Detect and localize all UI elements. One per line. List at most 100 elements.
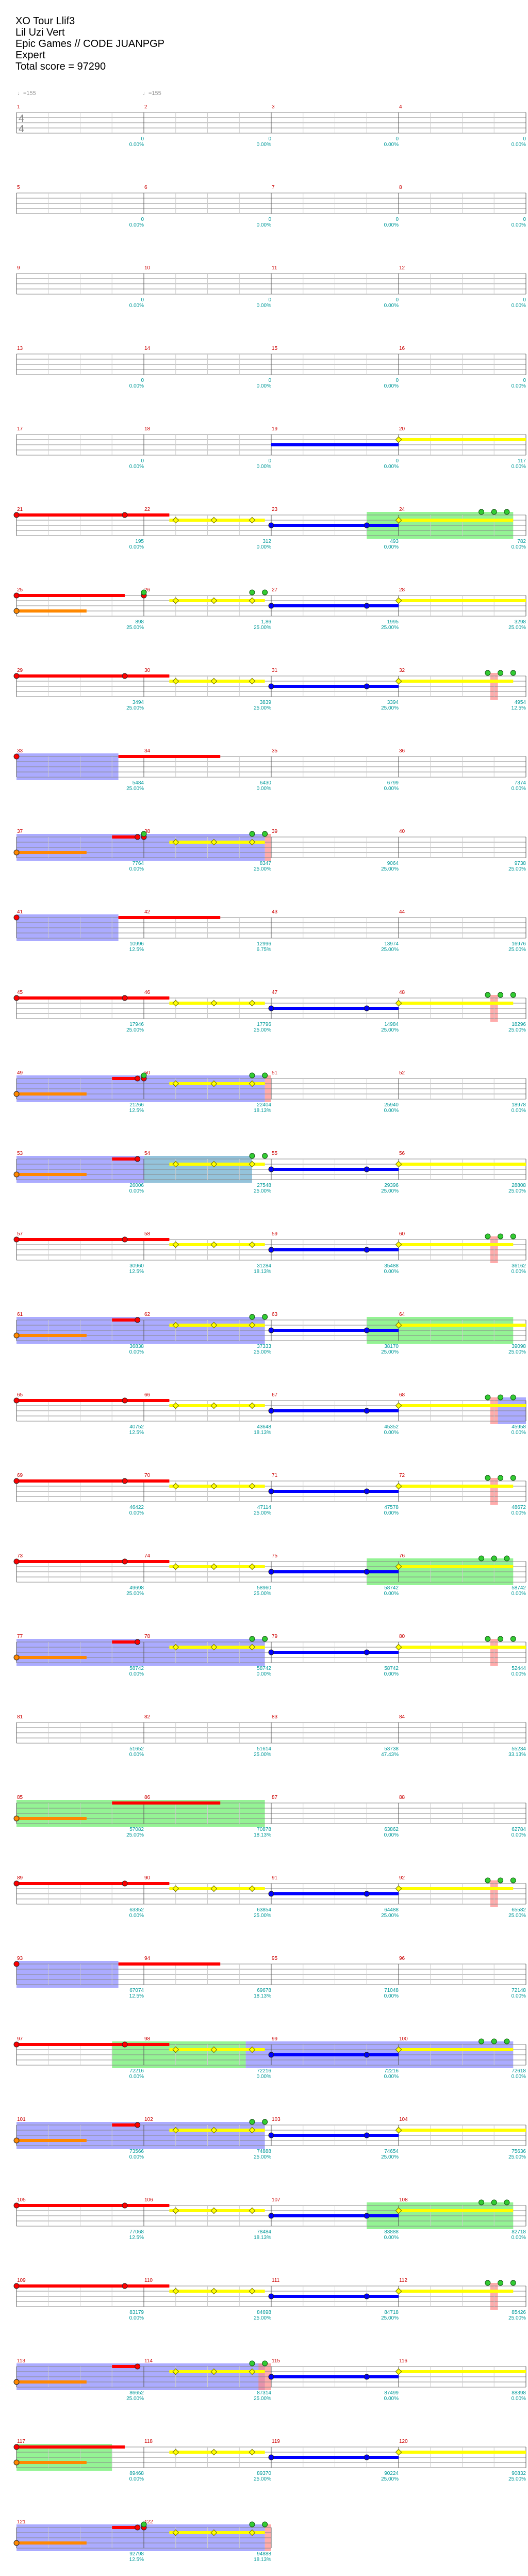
note-head-diamond	[249, 517, 256, 524]
note-head	[122, 1478, 128, 1484]
measure-number: 68	[399, 1392, 405, 1398]
measure-percent: 12.5%	[129, 1108, 144, 1114]
measure-score: 0	[395, 458, 399, 464]
measure-percent: 0.00%	[384, 786, 399, 792]
note-head	[364, 683, 370, 689]
measure-number: 111	[272, 2278, 280, 2283]
note-head-diamond	[172, 2288, 179, 2295]
measure-number: 120	[399, 2439, 408, 2444]
measure-number: 27	[272, 587, 278, 593]
measure-score: 65582	[512, 1907, 526, 1913]
note-head-diamond	[172, 597, 179, 604]
measure-score: 74888	[257, 2149, 271, 2154]
measure-percent: 12.5%	[129, 1993, 144, 1999]
measure-score: 62784	[512, 1827, 526, 1832]
measure-score: 58742	[384, 1666, 399, 1671]
measure-score: 0	[141, 136, 144, 142]
measure-score: 17946	[129, 1022, 144, 1027]
measure-number: 100	[399, 2036, 408, 2042]
note-head-diamond	[395, 2288, 402, 2295]
measure-percent: 0.00%	[384, 222, 399, 228]
note-head	[13, 592, 20, 599]
measure-percent: 0.00%	[129, 2074, 144, 2080]
measure-percent: 0.00%	[129, 1671, 144, 1677]
measure-number: 35	[272, 748, 278, 754]
measure-number: 76	[399, 1553, 405, 1559]
chord-gem	[249, 2119, 255, 2125]
measure-number: 7	[272, 185, 275, 190]
chord-gem	[485, 1475, 491, 1481]
measure-percent: 18.13%	[254, 2235, 271, 2241]
note-head-diamond	[249, 1161, 256, 1168]
chord-gem	[504, 2199, 510, 2205]
measure-percent: 18.13%	[254, 1108, 271, 1114]
note-head-diamond	[172, 678, 179, 685]
measure-percent: 25.00%	[254, 625, 271, 631]
measure-score: 94888	[257, 2551, 271, 2557]
measure-score: 4954	[515, 700, 526, 705]
note-head	[13, 1654, 20, 1661]
measure-score: 6799	[387, 780, 399, 786]
measure-percent: 0.00%	[512, 1832, 526, 1838]
chord-gem	[478, 2038, 485, 2044]
measure-score: 5484	[133, 780, 144, 786]
measure-score: 26006	[129, 1183, 144, 1188]
measure-number: 112	[399, 2278, 407, 2283]
note-head	[268, 2374, 274, 2380]
note-head	[122, 673, 128, 679]
note-head-diamond	[172, 2449, 179, 2456]
note-head-diamond	[210, 2529, 218, 2536]
note-head-diamond	[249, 1402, 256, 1409]
measure-number: 59	[272, 1231, 278, 1237]
note-head-diamond	[172, 2046, 179, 2053]
note-head-diamond	[210, 1644, 218, 1651]
measure-percent: 0.00%	[512, 1108, 526, 1114]
chord-gem	[249, 1153, 255, 1159]
measure-score: 8347	[260, 861, 272, 866]
measure-percent: 0.00%	[384, 1591, 399, 1597]
chord-gem	[498, 2280, 504, 2286]
note-head-diamond	[210, 517, 218, 524]
measure-percent: 0.00%	[384, 544, 399, 550]
measure-number: 49	[17, 1070, 23, 1076]
chord-gem	[510, 670, 516, 676]
note-head-diamond	[210, 1161, 218, 1168]
measure-score: 52444	[512, 1666, 526, 1671]
note-head-diamond	[210, 1322, 218, 1329]
measure-score: 46422	[129, 1505, 144, 1510]
measure-percent: 18.13%	[254, 1832, 271, 1838]
measure-score: 0	[523, 297, 526, 303]
note-head	[135, 1317, 141, 1323]
note-head-diamond	[249, 2449, 256, 2456]
measure-score: 31284	[257, 1263, 271, 1269]
measure-number: 60	[399, 1231, 405, 1237]
chord-gem	[262, 2360, 268, 2366]
note-head	[364, 1488, 370, 1494]
measure-score: 0	[395, 217, 399, 222]
note-head	[13, 1332, 20, 1339]
note-head	[13, 2202, 20, 2209]
chord-gem	[262, 2119, 268, 2125]
measure-score: 0	[523, 136, 526, 142]
measure-number: 24	[399, 507, 405, 512]
measure-number: 28	[399, 587, 405, 593]
measure-score: 47114	[257, 1505, 272, 1510]
measure-percent: 25.00%	[381, 2154, 399, 2160]
measure-percent: 0.00%	[257, 2074, 271, 2080]
measure-number: 116	[399, 2358, 407, 2364]
chord-gem	[249, 831, 255, 837]
measure-score: 58742	[257, 1666, 271, 1671]
note-head	[13, 512, 20, 518]
measure-number: 119	[272, 2439, 280, 2444]
note-head	[268, 1408, 274, 1414]
note-head	[122, 512, 128, 518]
measure-percent: 25.00%	[381, 947, 399, 953]
note-head	[364, 603, 370, 609]
measure-percent: 0.00%	[129, 2154, 144, 2160]
measure-score: 312	[262, 539, 271, 544]
note-head-diamond	[395, 597, 402, 604]
measure-score: 82718	[512, 2229, 526, 2235]
note-head	[364, 1408, 370, 1414]
measure-score: 18978	[512, 1102, 526, 1108]
